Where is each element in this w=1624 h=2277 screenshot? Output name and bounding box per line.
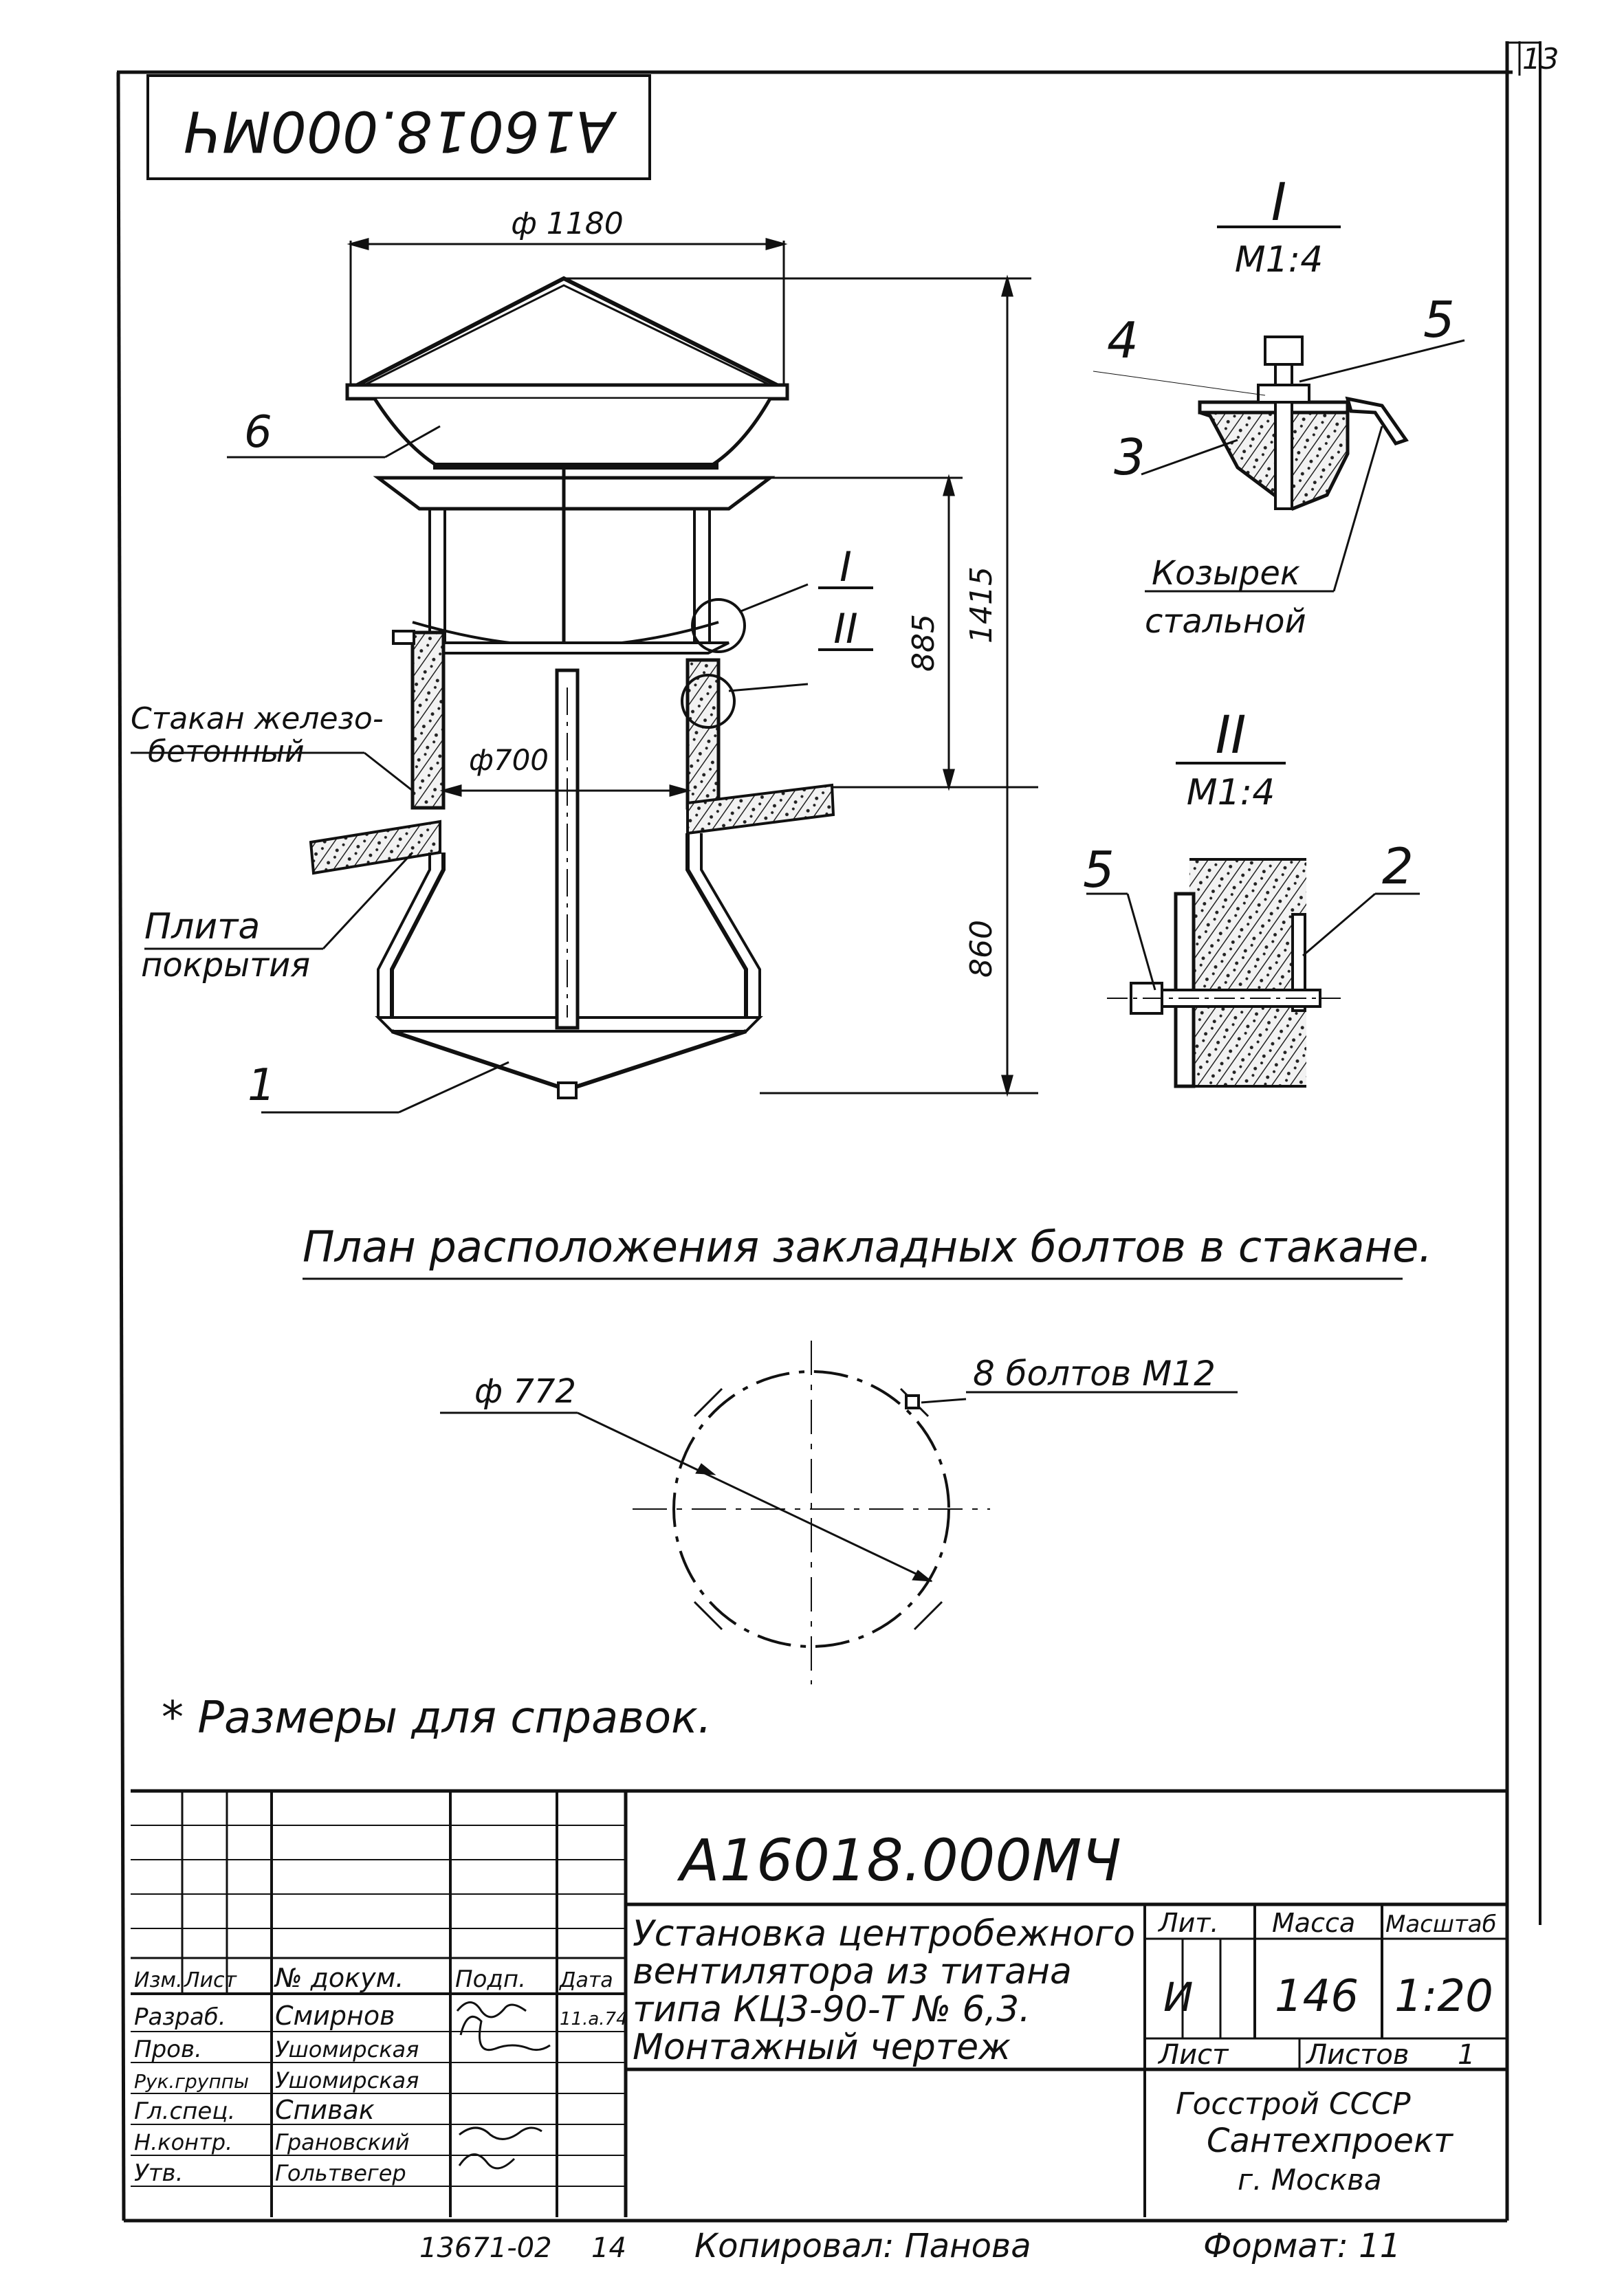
detail-I-label-line1: Козырек bbox=[1152, 554, 1300, 593]
header-list: Лист bbox=[184, 1968, 238, 1992]
lit-value: И bbox=[1163, 1974, 1193, 2021]
mass-value: 146 bbox=[1275, 1971, 1359, 2022]
role-date-0: 11.а.74 bbox=[560, 2009, 628, 2030]
mass-label: Масса bbox=[1272, 1908, 1355, 1938]
org-line-2: Сантехпроект bbox=[1207, 2122, 1454, 2160]
callout-6: 6 bbox=[244, 407, 272, 458]
role-0: Разраб. bbox=[134, 2003, 226, 2031]
callout-detail-I: I bbox=[840, 543, 852, 591]
callout-1: 1 bbox=[248, 1060, 276, 1111]
description-line-0: Установка центробежного bbox=[633, 1913, 1135, 1955]
main-view-dimensions bbox=[131, 238, 1038, 1114]
callout-detail-II: II bbox=[833, 605, 857, 653]
description-line-1: вентилятора из титана bbox=[633, 1951, 1072, 1992]
label-slab-line1: Плита bbox=[144, 906, 260, 947]
header-doc: № докум. bbox=[274, 1963, 404, 1993]
role-name-0: Смирнов bbox=[275, 2001, 395, 2031]
page-number: 13 bbox=[1522, 42, 1559, 76]
detail-II-title: II bbox=[1216, 704, 1247, 765]
sheet-label: Лист bbox=[1157, 2039, 1229, 2071]
title-block-roles: Разраб. Смирнов 11.а.74 Пров. Ушомирская… bbox=[134, 2001, 628, 2187]
role-5: Утв. bbox=[134, 2159, 183, 2187]
header-date: Дата bbox=[558, 1968, 613, 1992]
title-block bbox=[131, 1789, 1507, 2217]
detail-II-callout-2: 2 bbox=[1382, 837, 1414, 895]
detail-I-callout-4: 4 bbox=[1107, 311, 1139, 369]
description-line-3: Монтажный чертеж bbox=[633, 2027, 1011, 2068]
reference-note: * Размеры для справок. bbox=[162, 1693, 712, 1744]
header-izm: Изм. bbox=[134, 1968, 183, 1992]
label-glass-line2: бетонный bbox=[148, 734, 305, 769]
role-name-4: Грановский bbox=[275, 2129, 410, 2155]
label-slab-line2: покрытия bbox=[141, 946, 310, 984]
footer-format: Формат: 11 bbox=[1203, 2227, 1401, 2265]
sheets-value: 1 bbox=[1458, 2039, 1475, 2071]
sheets-label: Листов bbox=[1305, 2039, 1409, 2071]
role-name-3: Спивак bbox=[275, 2095, 375, 2125]
dim-lower-height: 860 bbox=[964, 920, 999, 978]
main-view bbox=[309, 276, 835, 1099]
code-stamp: A16018.000MЧ bbox=[146, 74, 651, 180]
footer-inventory: 13671-02 bbox=[419, 2232, 552, 2264]
title-block-code: A16018.000MЧ bbox=[677, 1827, 1121, 1894]
code-stamp-text: A16018.000MЧ bbox=[184, 98, 618, 164]
scale-value: 1:20 bbox=[1394, 1971, 1493, 2022]
detail-II-callout-5: 5 bbox=[1083, 841, 1115, 899]
title-block-description: Установка центробежного вентилятора из т… bbox=[633, 1913, 1135, 2068]
bolt-plan-circle bbox=[440, 1341, 1238, 1684]
detail-II-scale: M1:4 bbox=[1187, 772, 1275, 813]
header-sign: Подп. bbox=[455, 1966, 526, 1993]
bolt-plan-title: План расположения закладных болтов в ста… bbox=[303, 1222, 1432, 1272]
role-name-2: Ушомирская bbox=[275, 2067, 419, 2093]
role-name-5: Гольтвегер bbox=[275, 2160, 406, 2186]
dim-top-diameter: ф 1180 bbox=[511, 206, 624, 241]
label-glass-line1: Стакан железо- bbox=[131, 701, 384, 736]
role-1: Пров. bbox=[134, 2036, 202, 2063]
description-line-2: типа КЦ3-90-Т № 6,3. bbox=[633, 1989, 1031, 2030]
sheet-frame bbox=[116, 41, 1541, 2223]
org-line-1: Госстрой СССР bbox=[1176, 2087, 1411, 2122]
org-line-3: г. Москва bbox=[1238, 2163, 1382, 2197]
detail-I-title: I bbox=[1271, 171, 1286, 232]
detail-I-callout-5: 5 bbox=[1423, 291, 1455, 349]
detail-I-scale: M1:4 bbox=[1235, 239, 1324, 280]
lit-label: Лит. bbox=[1157, 1908, 1219, 1938]
detail-I-label-line2: стальной bbox=[1145, 602, 1306, 641]
role-3: Гл.спец. bbox=[134, 2098, 235, 2125]
scale-label: Масштаб bbox=[1385, 1911, 1497, 1938]
detail-II bbox=[1086, 762, 1420, 1088]
role-name-1: Ушомирская bbox=[275, 2036, 419, 2062]
dim-upper-height: 885 bbox=[906, 614, 941, 672]
detail-I bbox=[1093, 226, 1465, 593]
bolt-plan-diameter: ф 772 bbox=[474, 1372, 576, 1411]
role-2: Рук.группы bbox=[134, 2070, 249, 2093]
dim-inner-diameter: ф700 bbox=[469, 743, 549, 777]
bolt-plan-bolts: 8 болтов M12 bbox=[973, 1354, 1216, 1394]
role-4: Н.контр. bbox=[134, 2129, 232, 2155]
footer-copied-by: Копировал: Панова bbox=[694, 2227, 1031, 2265]
footer-number: 14 bbox=[591, 2232, 626, 2264]
detail-I-callout-3: 3 bbox=[1114, 428, 1145, 486]
dim-total-height: 1415 bbox=[964, 566, 999, 644]
